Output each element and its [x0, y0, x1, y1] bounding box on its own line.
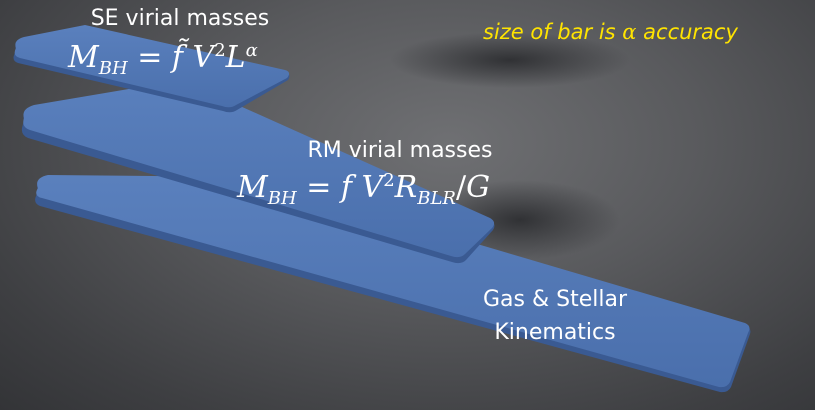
accuracy-note: size of bar is α accuracy: [483, 20, 738, 44]
tier-gas-name-line2: Kinematics: [494, 320, 616, 345]
bar-shadow: [390, 32, 630, 88]
tier-rm-name: RM virial masses: [307, 138, 493, 163]
bar-se: [13, 25, 290, 113]
bar-rm: [21, 80, 495, 264]
accuracy-note-suffix: accuracy: [643, 20, 738, 44]
accuracy-note-prefix: size of bar is: [483, 20, 616, 44]
tier-rm-formula: MBH = f V2RBLR/G: [237, 170, 491, 209]
tier-gas-name-line1: Gas & Stellar: [482, 287, 627, 312]
tier-se-formula: MBH = f̃ V2Lα: [68, 40, 258, 79]
tier-se-name: SE virial masses: [90, 6, 270, 31]
proportional-symbol: α: [622, 20, 637, 44]
bar-gas-stellar: [35, 175, 751, 393]
